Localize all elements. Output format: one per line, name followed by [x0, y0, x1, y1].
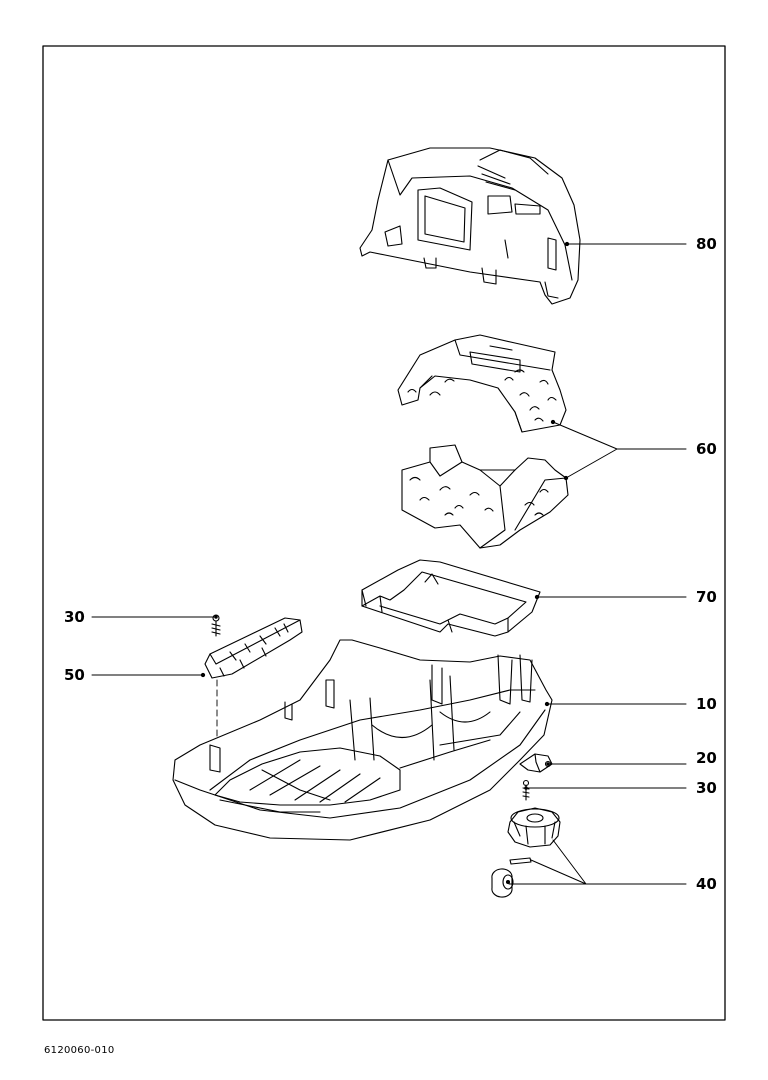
callout-70: 70 — [696, 588, 717, 606]
top-cover-part — [359, 147, 581, 305]
leader-lines — [91, 243, 687, 885]
leader-40 — [508, 839, 687, 885]
callout-30-left: 30 — [64, 608, 85, 626]
document-number: 6120060-010 — [44, 1045, 115, 1056]
callout-60: 60 — [696, 440, 717, 458]
hinge-bracket-part — [519, 753, 553, 801]
seal-frame-part — [361, 559, 541, 637]
drawing-frame — [42, 45, 726, 1021]
wheel-assembly-part — [491, 807, 561, 898]
leader-60 — [552, 421, 687, 479]
callout-20: 20 — [696, 749, 717, 767]
upper-foam-part — [397, 334, 567, 433]
latch-bracket-part — [200, 614, 303, 746]
callout-80: 80 — [696, 235, 717, 253]
callout-30-right: 30 — [696, 779, 717, 797]
lower-foam-part — [401, 444, 569, 549]
base-housing-part — [172, 639, 553, 841]
callout-40: 40 — [696, 875, 717, 893]
callout-50: 50 — [64, 666, 85, 684]
callout-10: 10 — [696, 695, 717, 713]
